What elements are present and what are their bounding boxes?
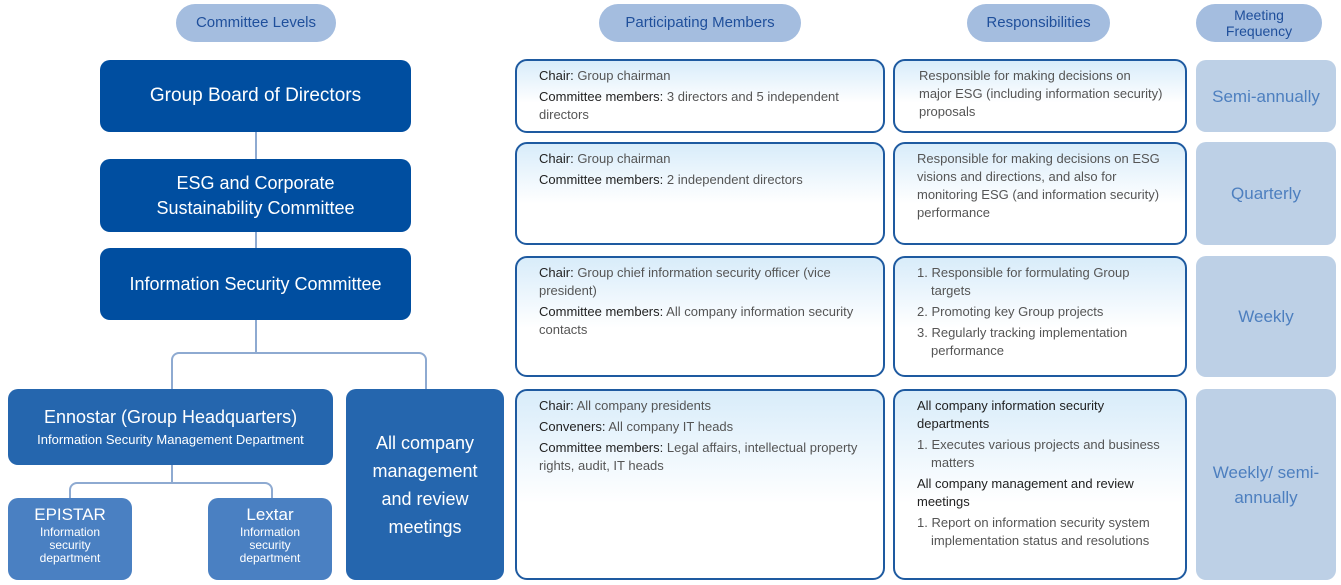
org-box-hq: Ennostar (Group Headquarters) Informatio… [8,389,333,465]
member-line: Conveners: All company IT heads [539,419,734,434]
responsibility-list: 1. Executes various projects and busines… [917,436,1165,472]
org-epistar-title: EPISTAR [34,505,106,524]
frequency-label: Semi-annually [1212,86,1320,106]
header-participating-members: Participating Members [599,4,801,42]
org-box-esg: ESG and Corporate Sustainability Committ… [100,159,411,232]
header-meeting-frequency: Meeting Frequency [1196,4,1322,42]
org-box-all-company: All company management and review meetin… [346,389,504,580]
branch-connector [171,352,427,390]
frequency-box-3: Weekly [1196,256,1336,377]
frequency-label: Quarterly [1231,184,1301,203]
org-hq-title: Ennostar (Group Headquarters) [43,407,298,427]
member-line: Chair: All company presidents [539,398,711,413]
header-responsibilities: Responsibilities [967,4,1110,42]
responsibility-card-4: All company information security departm… [893,389,1187,580]
org-board-label: Group Board of Directors [149,85,362,106]
org-allco-label: All company management and review meetin… [372,432,478,537]
org-box-lextar: Lextar Information security department [208,498,332,580]
connector-line [255,231,257,249]
member-line: Chair: Group chairman [539,151,671,166]
connector-line [255,131,257,160]
members-card-1: Chair: Group chairman Committee members:… [515,59,885,133]
connector-line [255,320,257,353]
org-box-epistar: EPISTAR Information security department [8,498,132,580]
member-line: Committee members: Legal affairs, intell… [539,440,858,473]
org-epistar-subtitle: Information security department [39,525,101,565]
member-line: Chair: Group chairman [539,68,671,83]
responsibility-item: 3. Regularly tracking implementation per… [917,325,1128,358]
frequency-box-4: Weekly/ semi-annually [1196,389,1336,580]
org-isc-label: Information Security Committee [129,273,382,294]
member-line: Committee members: 2 independent directo… [539,172,803,187]
members-card-2: Chair: Group chairman Committee members:… [515,142,885,245]
responsibility-card-2: Responsible for making decisions on ESG … [893,142,1187,245]
org-lextar-subtitle: Information security department [239,525,301,565]
org-box-board: Group Board of Directors [100,60,411,132]
responsibility-item: 1. Responsible for formulating Group tar… [917,265,1130,298]
member-line: Committee members: All company informati… [539,304,854,337]
member-line: Committee members: 3 directors and 5 ind… [539,89,839,122]
header-committee-levels: Committee Levels [176,4,336,42]
responsibility-item: 2. Promoting key Group projects [917,304,1104,319]
frequency-label: Weekly/ semi-annually [1212,462,1320,507]
responsibility-item: 1. Report on information security system… [917,515,1150,548]
responsibility-text: Responsible for making decisions on majo… [919,68,1163,119]
org-hq-subtitle: Information Security Management Departme… [37,432,304,447]
frequency-label: Weekly [1238,307,1294,326]
responsibility-list: 1. Report on information security system… [917,514,1165,550]
responsibility-item: 1. Executes various projects and busines… [917,437,1160,470]
responsibility-text: Responsible for making decisions on ESG … [917,151,1160,220]
frequency-box-2: Quarterly [1196,142,1336,245]
members-card-3: Chair: Group chief information security … [515,256,885,377]
org-box-isc: Information Security Committee [100,248,411,320]
org-lextar-title: Lextar [246,505,294,524]
member-line: Chair: Group chief information security … [539,265,831,298]
branch-connector [69,482,273,500]
responsibility-heading: All company management and review meetin… [917,476,1134,509]
responsibility-list: 1. Responsible for formulating Group tar… [917,264,1165,360]
responsibility-card-3: 1. Responsible for formulating Group tar… [893,256,1187,377]
frequency-box-1: Semi-annually [1196,60,1336,132]
org-esg-label: ESG and Corporate Sustainability Committ… [156,172,355,218]
connector-line [171,465,173,483]
responsibility-heading: All company information security departm… [917,398,1105,431]
responsibility-card-1: Responsible for making decisions on majo… [893,59,1187,133]
members-card-4: Chair: All company presidents Conveners:… [515,389,885,580]
